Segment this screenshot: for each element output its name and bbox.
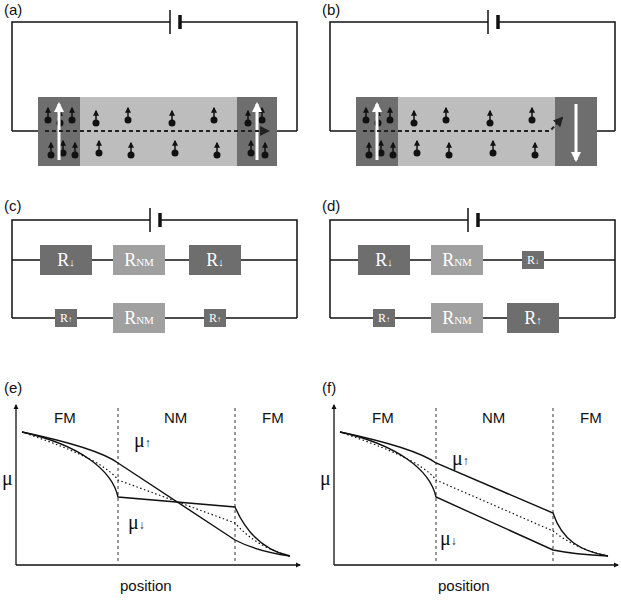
resistor-box: RNM xyxy=(113,303,165,333)
wire xyxy=(483,259,522,261)
wire xyxy=(165,317,204,319)
resistor-label: R↑ xyxy=(60,312,72,324)
resistor-label: R↓ xyxy=(527,254,539,266)
region-label: position xyxy=(438,578,490,593)
wire xyxy=(410,259,431,261)
symbol-label: μ↓ xyxy=(440,528,457,548)
resistor-label: RNM xyxy=(442,309,472,327)
panel-label: (a) xyxy=(4,2,22,17)
symbol-label: μ xyxy=(2,468,13,488)
wire xyxy=(395,317,431,319)
resistor-box: R↑ xyxy=(507,303,559,333)
resistor-label: RNM xyxy=(124,309,154,327)
resistor-box: R↑ xyxy=(204,309,226,327)
resistor-box: R↓ xyxy=(189,245,241,275)
resistor-label: R↑ xyxy=(524,309,542,327)
panel-label: (d) xyxy=(322,198,340,213)
region-label: NM xyxy=(482,410,505,425)
region-label: FM xyxy=(54,410,76,425)
resistor-box: R↓ xyxy=(358,245,410,275)
panel-label: (f) xyxy=(322,380,336,395)
wire xyxy=(165,259,189,261)
wire xyxy=(77,317,113,319)
region-label: position xyxy=(120,578,172,593)
resistor-label: RNM xyxy=(124,251,154,269)
wire xyxy=(92,259,113,261)
resistor-label: RNM xyxy=(442,251,472,269)
symbol-label: μ↓ xyxy=(128,512,145,532)
resistor-label: R↓ xyxy=(57,251,75,269)
resistor-box: R↓ xyxy=(40,245,92,275)
resistor-box: R↓ xyxy=(522,251,544,269)
resistor-label: R↓ xyxy=(375,251,393,269)
symbol-label: μ↑ xyxy=(452,448,469,468)
resistor-box: RNM xyxy=(113,245,165,275)
symbol-label: μ xyxy=(320,468,331,488)
region-label: FM xyxy=(580,410,602,425)
panel-label: (c) xyxy=(4,198,22,213)
panel-label: (b) xyxy=(322,2,340,17)
resistor-label: R↑ xyxy=(209,312,221,324)
resistor-label: R↓ xyxy=(206,251,224,269)
region-label: FM xyxy=(372,410,394,425)
resistor-box: R↑ xyxy=(55,309,77,327)
region-label: NM xyxy=(164,410,187,425)
resistor-label: R↑ xyxy=(378,312,390,324)
resistor-box: RNM xyxy=(431,245,483,275)
resistor-box: RNM xyxy=(431,303,483,333)
wire xyxy=(483,317,507,319)
panel-label: (e) xyxy=(4,380,22,395)
region-label: FM xyxy=(262,410,284,425)
resistor-box: R↑ xyxy=(373,309,395,327)
symbol-label: μ↑ xyxy=(134,430,151,450)
